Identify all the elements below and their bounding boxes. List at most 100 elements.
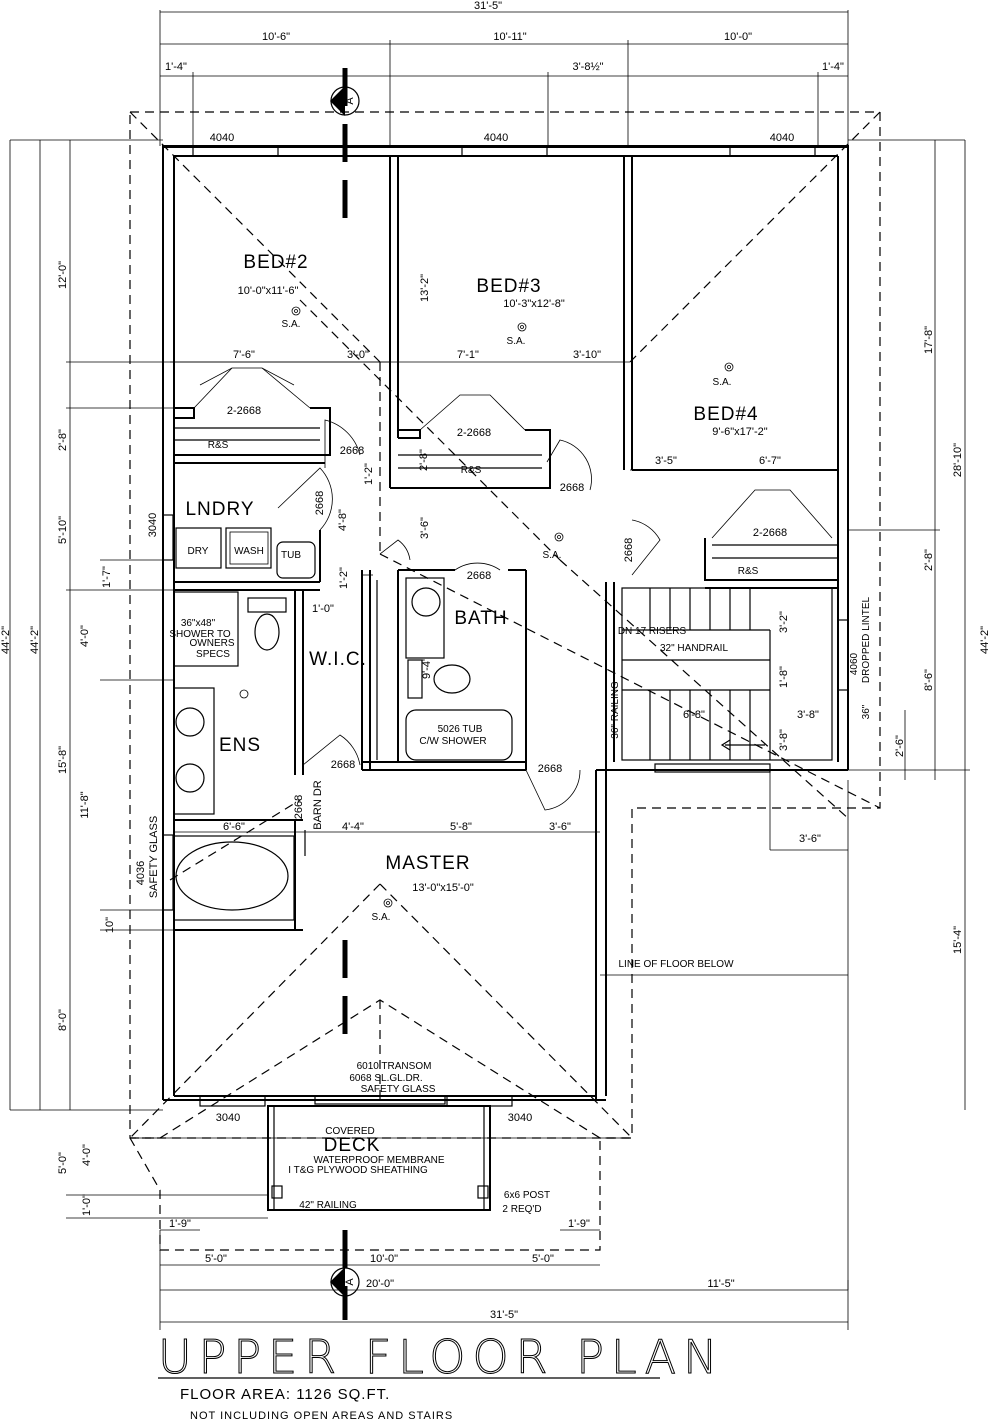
dim-10in: 10" [104, 917, 116, 933]
door-2668-lndry: 2668 [314, 491, 326, 515]
room-bath: BATH [454, 608, 507, 629]
door-2668-bed2: 2668 [340, 445, 364, 457]
dim-13-2: 13'-2" [419, 274, 431, 302]
dim-5-0-left: 5'-0" [57, 1152, 69, 1174]
shower-note-4: SPECS [196, 649, 230, 660]
stairs-railing: 36" RAILING [610, 681, 621, 739]
dim-10-6: 10'-6" [262, 31, 290, 43]
dim-4-0-deck: 4'-0" [81, 1144, 93, 1166]
fixtures [173, 306, 734, 921]
text-labels: 31'-5" 10'-6" 10'-11" 10'-0" 1'-4" 3'-8½… [0, 0, 991, 1321]
dim-44-2-left-outer: 44'-2" [0, 626, 12, 654]
dim-6-8: 6'-8" [683, 709, 705, 721]
transom-3: SAFETY GLASS [361, 1084, 436, 1095]
dim-9-4: 9'-4" [421, 657, 433, 679]
room-bed3: BED#3 [476, 276, 541, 297]
post-1: 6x6 POST [504, 1190, 550, 1201]
dim-2-8-closet: 2'-8" [418, 449, 430, 471]
bed2-closet-door: 2-2668 [227, 405, 261, 417]
dim-1-2-wic: 1'-2" [338, 567, 350, 589]
bath-vanity [405, 577, 445, 659]
room-bed2: BED#2 [243, 252, 308, 273]
sa-bed4: S.A. [713, 377, 732, 388]
barn-door: BARN DR [312, 780, 324, 830]
dim-11-5: 11'-5" [707, 1278, 734, 1290]
label-tub: TUB [281, 550, 301, 561]
ens-vanity [173, 687, 215, 815]
dim-15-8: 15'-8" [57, 746, 69, 774]
section-marker-top: A [344, 97, 356, 105]
dim-28-10: 28'-10" [952, 443, 964, 477]
dim-1-8: 1'-8" [778, 666, 790, 688]
dim-8-6: 8'-6" [923, 669, 935, 691]
bath-tub-1: 5026 TUB [438, 724, 483, 735]
deck-railing: 42" RAILING [299, 1200, 357, 1211]
stairs [621, 587, 833, 761]
transom-1: 6010 TRANSOM [357, 1061, 432, 1072]
floor-area: FLOOR AREA: 1126 SQ.FT. [180, 1386, 390, 1403]
sa-bed2: S.A. [282, 319, 301, 330]
dim-3-6-hall: 3'-6" [419, 517, 431, 539]
dim-3-8-stair-v: 3'-8" [778, 729, 790, 751]
plan-title: UPPER FLOOR PLAN [158, 1330, 725, 1384]
dim-7-6: 7'-6" [233, 349, 255, 361]
dim-2-8-right: 2'-8" [923, 549, 935, 571]
dim-3-8-half: 3'-8½" [572, 61, 603, 73]
door-2668-master: 2668 [538, 763, 562, 775]
dim-4-8: 4'-8" [337, 509, 349, 531]
room-bed4-size: 9'-6"x17'-2" [712, 426, 768, 438]
shower-note-1: 36"x48" [181, 618, 216, 629]
post-2: 2 REQ'D [502, 1204, 541, 1215]
sa-hall: S.A. [543, 550, 562, 561]
ens-shower [173, 591, 239, 667]
label-wash: WASH [234, 546, 264, 557]
bed4-closet-door: 2-2668 [753, 527, 787, 539]
dim-6-6: 6'-6" [223, 821, 245, 833]
dim-44-2-left-inner: 44'-2" [29, 626, 41, 654]
dryer [175, 527, 222, 569]
dim-44-2-right: 44'-2" [979, 626, 991, 654]
title-block: UPPER FLOOR PLAN FLOOR AREA: 1126 SQ.FT.… [158, 1330, 725, 1423]
safety-glass-ens: SAFETY GLASS [148, 816, 160, 898]
dim-1-4-right: 1'-4" [822, 61, 844, 73]
dim-3-10: 3'-10" [573, 349, 601, 361]
floor-area-note: NOT INCLUDING OPEN AREAS AND STAIRS [190, 1410, 453, 1422]
room-wic: W.I.C. [309, 649, 367, 670]
bed4-rs: R&S [738, 566, 759, 577]
dim-3-2: 3'-2" [778, 611, 790, 633]
bed3-rs: R&S [461, 465, 482, 476]
window-3040-lndry: 3040 [147, 513, 159, 537]
dim-overall-bottom: 31'-5" [490, 1309, 518, 1321]
laundry-tub [276, 541, 316, 579]
section-marker-bottom: A [344, 1278, 356, 1286]
deck [130, 1105, 630, 1211]
line-of-floor-below: LINE OF FLOOR BELOW [618, 959, 734, 970]
dim-1-0-deck: 1'-0" [81, 1194, 93, 1216]
label-dry: DRY [188, 546, 209, 557]
room-ens: ENS [219, 735, 261, 756]
window-3040-deck-right: 3040 [508, 1112, 532, 1124]
door-swings [193, 367, 833, 811]
room-lndry: LNDRY [185, 499, 254, 520]
sa-master: S.A. [372, 912, 391, 923]
bed2-rs: R&S [208, 440, 229, 451]
door-2668-bed4: 2668 [623, 538, 635, 562]
stairs-dn: DN 17 RISERS [618, 626, 687, 637]
deck-note-1: WATERPROOF MEMBRANE [313, 1155, 444, 1166]
exterior-walls [162, 145, 849, 1101]
window-4040-bed4: 4040 [770, 132, 794, 144]
room-bed4: BED#4 [693, 404, 758, 425]
windows [162, 145, 849, 1107]
transom-2: 6068 SL.GL.DR. [349, 1073, 422, 1084]
dim-1-7: 1'-7" [101, 566, 113, 588]
dim-overall-top: 31'-5" [474, 0, 502, 12]
dim-3-8-stair: 3'-8" [797, 709, 819, 721]
dim-3-6-right: 3'-6" [799, 833, 821, 845]
room-master-size: 13'-0"x15'-0" [412, 882, 474, 894]
dim-11-8: 11'-8" [79, 791, 91, 818]
window-4040-bed3: 4040 [484, 132, 508, 144]
section-axis [330, 68, 360, 1320]
room-master: MASTER [385, 853, 470, 874]
dim-3-0: 3'-0" [347, 349, 369, 361]
dim-5-0-bottom-left: 5'-0" [205, 1253, 227, 1265]
